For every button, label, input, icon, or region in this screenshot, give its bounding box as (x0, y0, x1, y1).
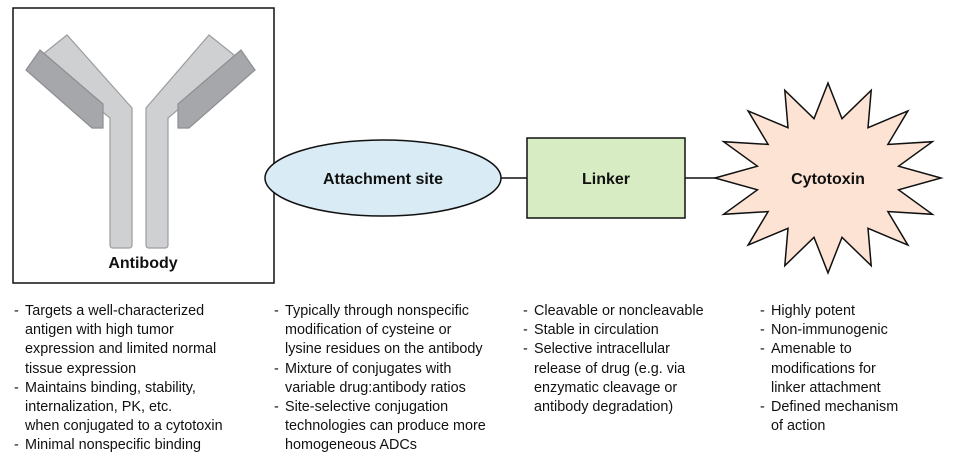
attachment-site-notes: -Typically through nonspecific modificat… (274, 302, 524, 456)
linker-node: Linker (526, 137, 686, 219)
adc-diagram: Antibody Attachment site Linker Cytotoxi… (12, 7, 944, 284)
note-text: Mixture of conjugates with variable drug… (285, 360, 466, 396)
note-text: Non-immunogenic (771, 322, 888, 339)
antibody-node: Antibody (12, 7, 275, 284)
attachment-site-node: Attachment site (264, 139, 502, 217)
note-dash: - (760, 341, 765, 358)
attachment-site-ellipse (264, 139, 502, 217)
note-item: -Site-selective conjugation technologies… (274, 398, 524, 456)
note-text: Maintains binding, stability, internaliz… (25, 379, 223, 435)
note-dash: - (274, 360, 279, 377)
note-text: Cleavable or noncleavable (534, 303, 704, 319)
linker-box (526, 137, 686, 219)
note-text: Site-selective conjugation technologies … (285, 399, 486, 454)
note-item: -Maintains binding, stability, internali… (14, 379, 272, 437)
note-item: -Highly potent (760, 302, 950, 321)
note-text: Targets a well-characterized antigen wit… (25, 303, 217, 377)
cytotoxin-label: Cytotoxin (791, 171, 865, 188)
note-item: -Non-immunogenic (760, 321, 950, 340)
note-text: Defined mechanism of action (771, 399, 899, 435)
note-dash: - (523, 303, 528, 319)
note-item: -Stable in circulation (523, 321, 743, 340)
antibody-right-light-chain (177, 49, 256, 129)
note-dash: - (760, 399, 765, 416)
note-item: -Cleavable or noncleavable (523, 302, 743, 321)
cytotoxin-notes: -Highly potent-Non-immunogenic-Amenable … (760, 302, 950, 436)
note-dash: - (760, 322, 765, 339)
linker-notes: -Cleavable or noncleavable-Stable in cir… (523, 302, 743, 417)
note-dash: - (14, 303, 19, 319)
note-dash: - (523, 341, 528, 358)
antibody-left-light-chain (25, 49, 104, 129)
note-item: -Defined mechanism of action (760, 398, 950, 436)
note-text: Highly potent (771, 303, 855, 319)
antibody-label: Antibody (108, 255, 177, 272)
note-dash: - (274, 303, 279, 319)
note-text: Stable in circulation (534, 322, 659, 339)
note-item: -Minimal nonspecific binding (14, 436, 272, 455)
antibody-left-heavy-arm (41, 34, 133, 249)
note-item: -Typically through nonspecific modificat… (274, 302, 524, 360)
note-dash: - (274, 399, 279, 416)
cytotoxin-node: Cytotoxin (712, 81, 944, 275)
cytotoxin-starburst (712, 81, 944, 275)
antibody-right-heavy-arm (145, 34, 235, 249)
note-dash: - (14, 379, 19, 396)
linker-label: Linker (582, 171, 630, 188)
note-item: -Targets a well-characterized antigen wi… (14, 302, 272, 379)
antibody-icon (25, 34, 256, 249)
note-text: Typically through nonspecific modificati… (285, 303, 483, 358)
note-item: -Amenable to modifications for linker at… (760, 340, 950, 398)
antibody-notes: -Targets a well-characterized antigen wi… (14, 302, 272, 456)
note-dash: - (523, 322, 528, 339)
note-text: Minimal nonspecific binding (25, 437, 201, 454)
note-dash: - (760, 303, 765, 319)
note-dash: - (14, 437, 19, 454)
note-text: Selective intracellular release of drug … (534, 341, 686, 416)
attachment-site-label: Attachment site (323, 171, 443, 188)
note-text: Amenable to modifications for linker att… (771, 341, 881, 396)
note-item: -Mixture of conjugates with variable dru… (274, 360, 524, 398)
note-item: -Selective intracellular release of drug… (523, 340, 743, 417)
